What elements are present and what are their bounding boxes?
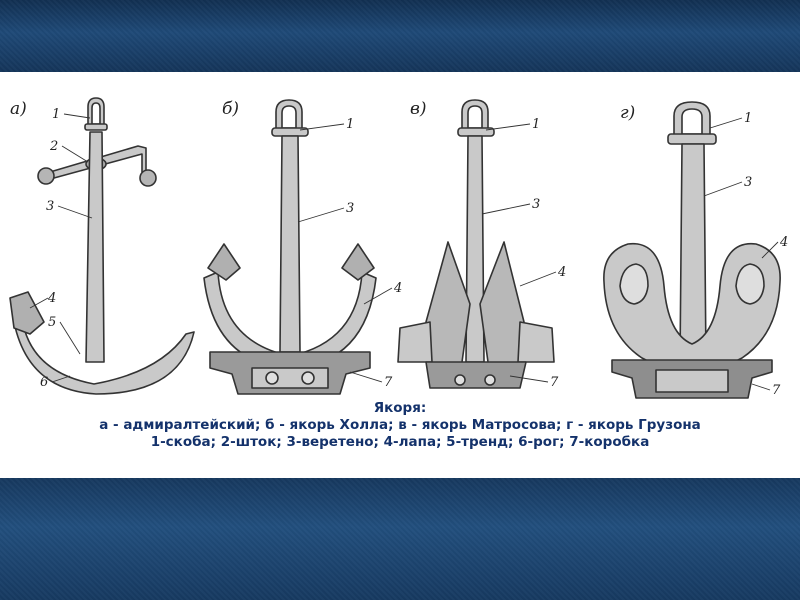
stock-ball-left [37, 167, 55, 185]
panel-label-b: б) [222, 99, 239, 119]
fluke-v-right [479, 241, 525, 373]
label-a-3: 3 [46, 199, 54, 214]
matrosov-anchor [397, 99, 555, 389]
fluke-g-left [619, 263, 649, 305]
shackle-pin-a [84, 123, 108, 131]
pivot-bolt-v1 [454, 374, 466, 386]
top-background-band [0, 0, 800, 72]
label-b-7: 7 [384, 375, 393, 390]
label-g-1: 1 [744, 111, 752, 126]
label-g-4: 4 [779, 235, 788, 250]
label-b-3: 3 [346, 201, 354, 216]
anchors-diagram: а) б) в) г) 1 2 3 4 5 6 1 3 4 7 1 3 4 7 … [9, 97, 788, 399]
label-b-4: 4 [393, 281, 402, 296]
label-v-7: 7 [550, 375, 559, 390]
arms-a [13, 317, 195, 395]
slide-content: а) б) в) г) 1 2 3 4 5 6 1 3 4 7 1 3 4 7 … [0, 72, 800, 478]
shank-a [85, 131, 105, 363]
label-v-4: 4 [557, 265, 566, 280]
admiralty-anchor [9, 97, 195, 395]
label-b-1: 1 [346, 117, 354, 132]
caption-title: Якоря: [373, 400, 427, 416]
pivot-bolt-v2 [484, 374, 496, 386]
caption-anchor-types: а - адмиралтейский; б - якорь Холла; в -… [99, 417, 701, 433]
label-v-3: 3 [532, 197, 540, 212]
label-g-7: 7 [772, 383, 781, 398]
fluke-g-right [735, 263, 765, 305]
stock-v-left [397, 321, 433, 363]
crown-box-v [425, 361, 527, 389]
fluke-b-left [207, 243, 241, 281]
shank-g [679, 143, 707, 363]
panel-label-g: г) [620, 103, 635, 123]
hall-anchor [203, 99, 377, 395]
label-a-5: 5 [48, 315, 56, 330]
gruson-anchor [603, 101, 781, 399]
pivot-bolt-b1 [265, 371, 279, 385]
shank-v [465, 135, 485, 363]
diagram-caption: Якоря: а - адмиралтейский; б - якорь Хол… [0, 400, 800, 451]
crown-box-g-inner [655, 369, 729, 393]
fluke-b-right [341, 243, 375, 281]
label-a-6: 6 [40, 375, 48, 390]
pivot-bolt-b2 [301, 371, 315, 385]
stock-v-right [517, 321, 555, 363]
shackle-pin-g [667, 133, 717, 145]
shackle-v [461, 99, 489, 133]
panel-label-v: в) [410, 99, 427, 119]
leader-lines [29, 113, 779, 391]
fluke-v-left [425, 241, 471, 373]
shackle-a [87, 97, 105, 128]
label-a-2: 2 [49, 139, 58, 154]
crown-box-b-inner [251, 367, 329, 389]
label-g-3: 3 [744, 175, 752, 190]
panel-label-a: а) [10, 99, 27, 119]
label-a-4: 4 [47, 291, 56, 306]
shackle-g [673, 101, 711, 139]
label-v-1: 1 [532, 117, 540, 132]
caption-part-names: 1-скоба; 2-шток; 3-веретено; 4-лапа; 5-т… [150, 434, 650, 450]
bottom-background-band [0, 478, 800, 600]
stock-ball-right [139, 169, 157, 187]
shackle-b [275, 99, 303, 133]
shank-b [279, 135, 301, 353]
fluke-a [9, 291, 45, 335]
label-a-1: 1 [52, 107, 60, 122]
